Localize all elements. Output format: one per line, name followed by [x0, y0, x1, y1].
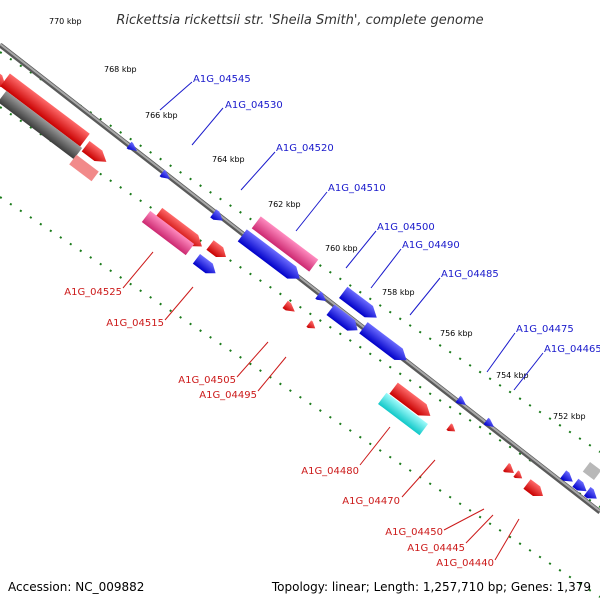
- accession-text: Accession: NC_009882: [8, 580, 145, 594]
- features: [0, 57, 600, 499]
- leader-line: [443, 508, 485, 531]
- gene-label-reverse: A1G_04515: [106, 318, 164, 329]
- gene-feature-arrow: [378, 392, 428, 436]
- gene-feature-arrow: [583, 486, 597, 499]
- gene-feature-arrow: [192, 253, 216, 274]
- gene-feature-arrow: [69, 154, 99, 182]
- gene-feature-arrow: [0, 73, 90, 147]
- gene-label-reverse: A1G_04445: [407, 543, 465, 554]
- leader-line: [370, 248, 402, 289]
- gene-feature-arrow: [0, 90, 83, 160]
- gene-feature-arrow: [206, 240, 226, 258]
- gene-feature-arrow: [339, 286, 377, 318]
- gene-feature-arrow: [210, 209, 223, 221]
- gene-label-reverse: A1G_04480: [301, 466, 359, 477]
- gene-label-reverse: A1G_04495: [199, 390, 257, 401]
- gene-feature-arrow: [326, 304, 358, 331]
- gene-feature-arrow: [572, 478, 587, 492]
- gene-feature-arrow: [455, 395, 466, 406]
- leader-line: [122, 251, 154, 289]
- leader-line: [401, 459, 436, 498]
- map-title: Rickettsia rickettsii str. 'Sheila Smith…: [116, 13, 483, 28]
- genome-backbone-highlight: [0, 43, 600, 512]
- ruler-tick-label: 770 kbp: [49, 17, 82, 26]
- gene-feature-arrow: [282, 300, 295, 312]
- gene-label-forward: A1G_04530: [225, 100, 283, 111]
- gene-feature-arrow: [389, 382, 431, 416]
- gene-feature-arrow: [141, 210, 195, 256]
- gene-feature-arrow: [306, 320, 316, 329]
- gene-feature-arrow: [359, 322, 407, 361]
- leader-line: [465, 514, 494, 544]
- gene-label-forward: A1G_04510: [328, 183, 386, 194]
- gene-feature-arrow: [159, 169, 170, 180]
- leader-line: [486, 332, 516, 373]
- gene-label-forward: A1G_04475: [516, 324, 574, 335]
- gene-feature-arrow: [560, 470, 573, 482]
- gene-label-reverse: A1G_04440: [436, 558, 494, 569]
- ruler-tick-label: 764 kbp: [212, 155, 245, 164]
- gene-feature-arrow: [446, 423, 456, 432]
- gene-feature-arrow: [153, 207, 202, 247]
- gene-feature-arrow: [523, 479, 543, 497]
- gene-label-forward: A1G_04500: [377, 222, 435, 233]
- gene-label-forward: A1G_04490: [402, 240, 460, 251]
- gene-feature-arrow: [582, 461, 600, 481]
- gene-label-forward: A1G_04485: [441, 269, 499, 280]
- ruler-tick-label: 752 kbp: [553, 412, 586, 421]
- ruler-tick-label: 768 kbp: [104, 65, 137, 74]
- inner-forward-track: [0, 106, 600, 508]
- ruler-tick-label: 754 kbp: [496, 371, 529, 380]
- ruler-tick-label: 758 kbp: [382, 288, 415, 297]
- forward-gene-labels: A1G_04545 A1G_04530 A1G_04520 A1G_04510 …: [159, 74, 600, 391]
- gene-label-forward: A1G_04520: [276, 143, 334, 154]
- leader-line: [191, 107, 224, 146]
- topology-text: Topology: linear; Length: 1,257,710 bp; …: [271, 580, 591, 594]
- ruler: 770 kbp 768 kbp 766 kbp 764 kbp 762 kbp 760 k…: [49, 17, 586, 421]
- reverse-track: [0, 196, 600, 598]
- leader-line: [164, 286, 194, 321]
- gene-label-reverse: A1G_04505: [178, 375, 236, 386]
- gene-feature-arrow: [251, 216, 319, 272]
- leader-line: [236, 341, 269, 378]
- ruler-tick-label: 762 kbp: [268, 200, 301, 209]
- gene-feature-arrow: [502, 462, 514, 474]
- leader-line: [345, 230, 377, 269]
- leader-line: [240, 151, 276, 191]
- gene-feature-arrow: [81, 140, 107, 162]
- gene-label-reverse: A1G_04470: [342, 496, 400, 507]
- gene-label-forward: A1G_04465: [544, 344, 600, 355]
- gene-label-forward: A1G_04545: [193, 74, 251, 85]
- gene-feature-arrow: [126, 141, 137, 152]
- ruler-tick-label: 756 kbp: [440, 329, 473, 338]
- gene-feature-arrow: [237, 229, 300, 279]
- gene-label-reverse: A1G_04525: [64, 287, 122, 298]
- leader-line: [513, 352, 544, 391]
- leader-line: [159, 81, 193, 111]
- leader-line: [257, 356, 287, 392]
- gene-feature-arrow: [513, 470, 523, 479]
- gene-label-reverse: A1G_04450: [385, 527, 443, 538]
- leader-line: [359, 426, 391, 466]
- ruler-tick-label: 766 kbp: [145, 111, 178, 120]
- leader-line: [494, 518, 520, 561]
- ruler-tick-label: 760 kbp: [325, 244, 358, 253]
- gene-feature-arrow: [483, 417, 494, 428]
- gene-feature-arrow: [315, 291, 326, 302]
- leader-line: [295, 191, 328, 232]
- reverse-gene-labels: A1G_04525 A1G_04515 A1G_04505 A1G_04495 …: [64, 251, 520, 569]
- leader-line: [409, 277, 441, 316]
